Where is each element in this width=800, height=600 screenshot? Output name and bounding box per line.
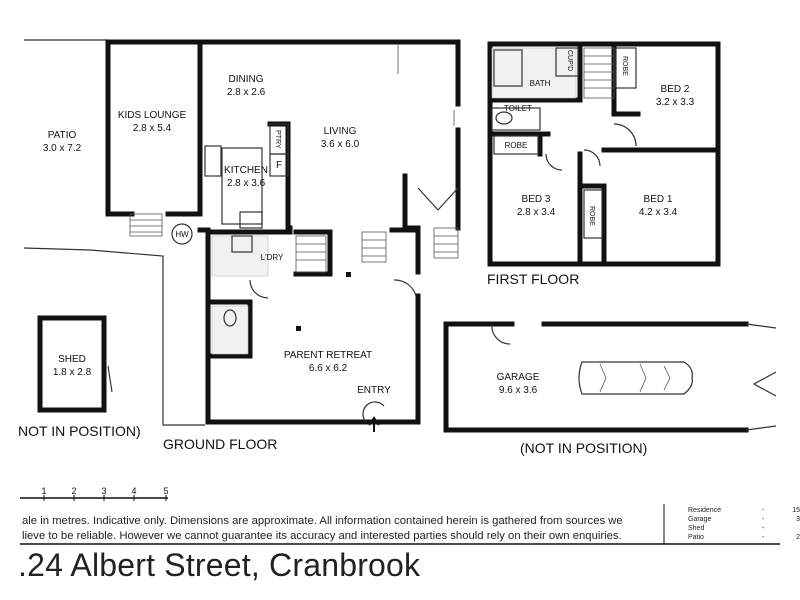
garage-size: 9.6 x 3.6 — [499, 385, 538, 396]
first-floor-plan — [487, 41, 721, 267]
area-dash: - — [761, 525, 765, 532]
scale-bar: 1 2 3 4 5 — [20, 486, 169, 501]
area-dash: - — [761, 534, 765, 541]
bed-1-size: 4.2 x 3.4 — [639, 207, 678, 218]
area-dash: - — [761, 516, 765, 523]
disclaimer-line-1: ale in metres. Indicative only. Dimensio… — [22, 515, 623, 527]
kitchen-label: KITCHEN — [224, 165, 268, 176]
area-value: 3 — [796, 516, 800, 523]
living-size: 3.6 x 6.0 — [321, 139, 360, 150]
first-floor-label: FIRST FLOOR — [487, 271, 579, 287]
car-icon — [578, 361, 693, 395]
kitchen-size: 2.8 x 3.6 — [227, 178, 266, 189]
dining-size: 2.8 x 2.6 — [227, 87, 266, 98]
garage-not-in-position-label: (NOT IN POSITION) — [520, 440, 647, 456]
scale-tick-4: 4 — [131, 486, 136, 496]
toilet-label: TOILET — [504, 104, 532, 113]
kids-lounge-label: KIDS LOUNGE — [118, 110, 187, 121]
shed-not-in-position-label: NOT IN POSITION) — [18, 423, 141, 439]
scale-tick-3: 3 — [101, 486, 106, 496]
patio-size: 3.0 x 7.2 — [43, 143, 82, 154]
entry-label: ENTRY — [357, 385, 391, 396]
bath-label: BATH — [530, 79, 551, 88]
garage-label: GARAGE — [497, 372, 540, 383]
bed-1-label: BED 1 — [644, 194, 673, 205]
robe-bed3-label: ROBE — [505, 141, 528, 150]
robe-bed1-label: ROBE — [588, 206, 595, 226]
bed-3-label: BED 3 — [522, 194, 551, 205]
fridge-label: F — [276, 160, 282, 171]
area-value: 15 — [792, 507, 800, 514]
area-label: Patio — [688, 534, 704, 541]
property-address: .24 Albert Street, Cranbrook — [18, 547, 421, 583]
parent-retreat-size: 6.6 x 6.2 — [309, 363, 348, 374]
area-value — [780, 524, 800, 533]
area-label: Shed — [688, 525, 705, 532]
cupd-label: CUP'D — [566, 50, 573, 71]
living-label: LIVING — [324, 126, 357, 137]
garage-plan — [443, 321, 777, 433]
area-row-patio: Patio - 2 — [688, 533, 800, 542]
dining-label: DINING — [229, 74, 264, 85]
disclaimer-line-2: lieve to be reliable. However we cannot … — [22, 530, 622, 542]
disclaimer: ale in metres. Indicative only. Dimensio… — [22, 514, 662, 544]
area-row-garage: Garage - 3 — [688, 515, 800, 524]
parent-retreat-label: PARENT RETREAT — [284, 350, 372, 361]
shed-size: 1.8 x 2.8 — [53, 367, 92, 378]
hot-water-label: HW — [175, 230, 189, 239]
patio-label: PATIO — [48, 130, 77, 141]
area-value: 2 — [796, 534, 800, 541]
scale-tick-2: 2 — [71, 486, 76, 496]
scale-tick-5: 5 — [163, 486, 168, 496]
area-row-shed: Shed - — [688, 524, 800, 533]
bed-3-size: 2.8 x 3.4 — [517, 207, 556, 218]
bed-2-label: BED 2 — [661, 84, 690, 95]
bed-2-size: 3.2 x 3.3 — [656, 97, 695, 108]
robe-bed2-label: ROBE — [621, 56, 628, 76]
ground-floor-plan — [23, 39, 461, 432]
shed-plan — [37, 315, 113, 413]
area-label: Residence — [688, 507, 722, 514]
ground-floor-label: GROUND FLOOR — [163, 436, 277, 452]
scale-tick-1: 1 — [41, 486, 46, 496]
area-label: Garage — [688, 516, 712, 523]
area-table: Residence - 15 Garage - 3 Shed - Patio -… — [688, 506, 800, 542]
laundry-label: L'DRY — [261, 253, 284, 262]
kids-lounge-size: 2.8 x 5.4 — [133, 123, 172, 134]
pantry-label: PTRY — [274, 130, 281, 149]
area-dash: - — [761, 507, 765, 514]
shed-label: SHED — [58, 354, 86, 365]
area-row-residence: Residence - 15 — [688, 506, 800, 515]
